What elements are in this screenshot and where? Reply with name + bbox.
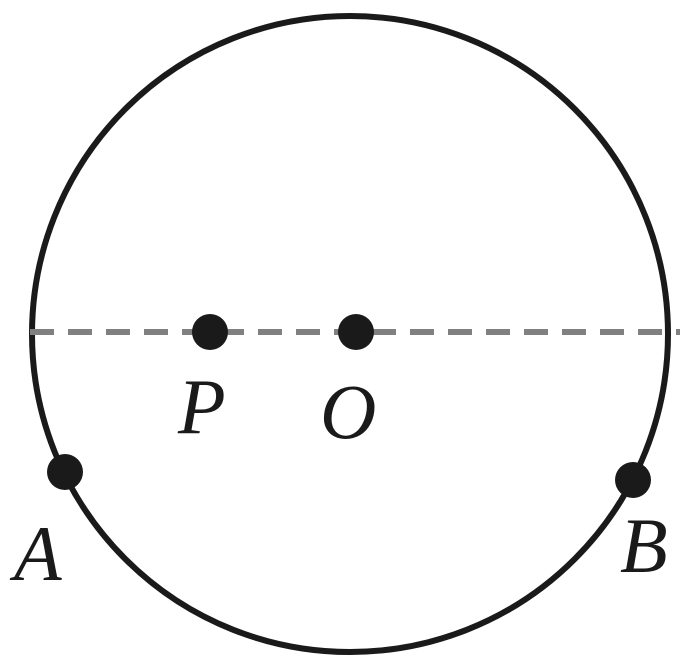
point-b <box>615 462 651 498</box>
label-a: A <box>9 510 62 597</box>
label-b: B <box>620 502 668 589</box>
point-a <box>47 454 83 490</box>
label-p: P <box>177 363 226 450</box>
label-o: O <box>320 368 376 455</box>
point-p <box>192 314 228 350</box>
point-o <box>338 314 374 350</box>
